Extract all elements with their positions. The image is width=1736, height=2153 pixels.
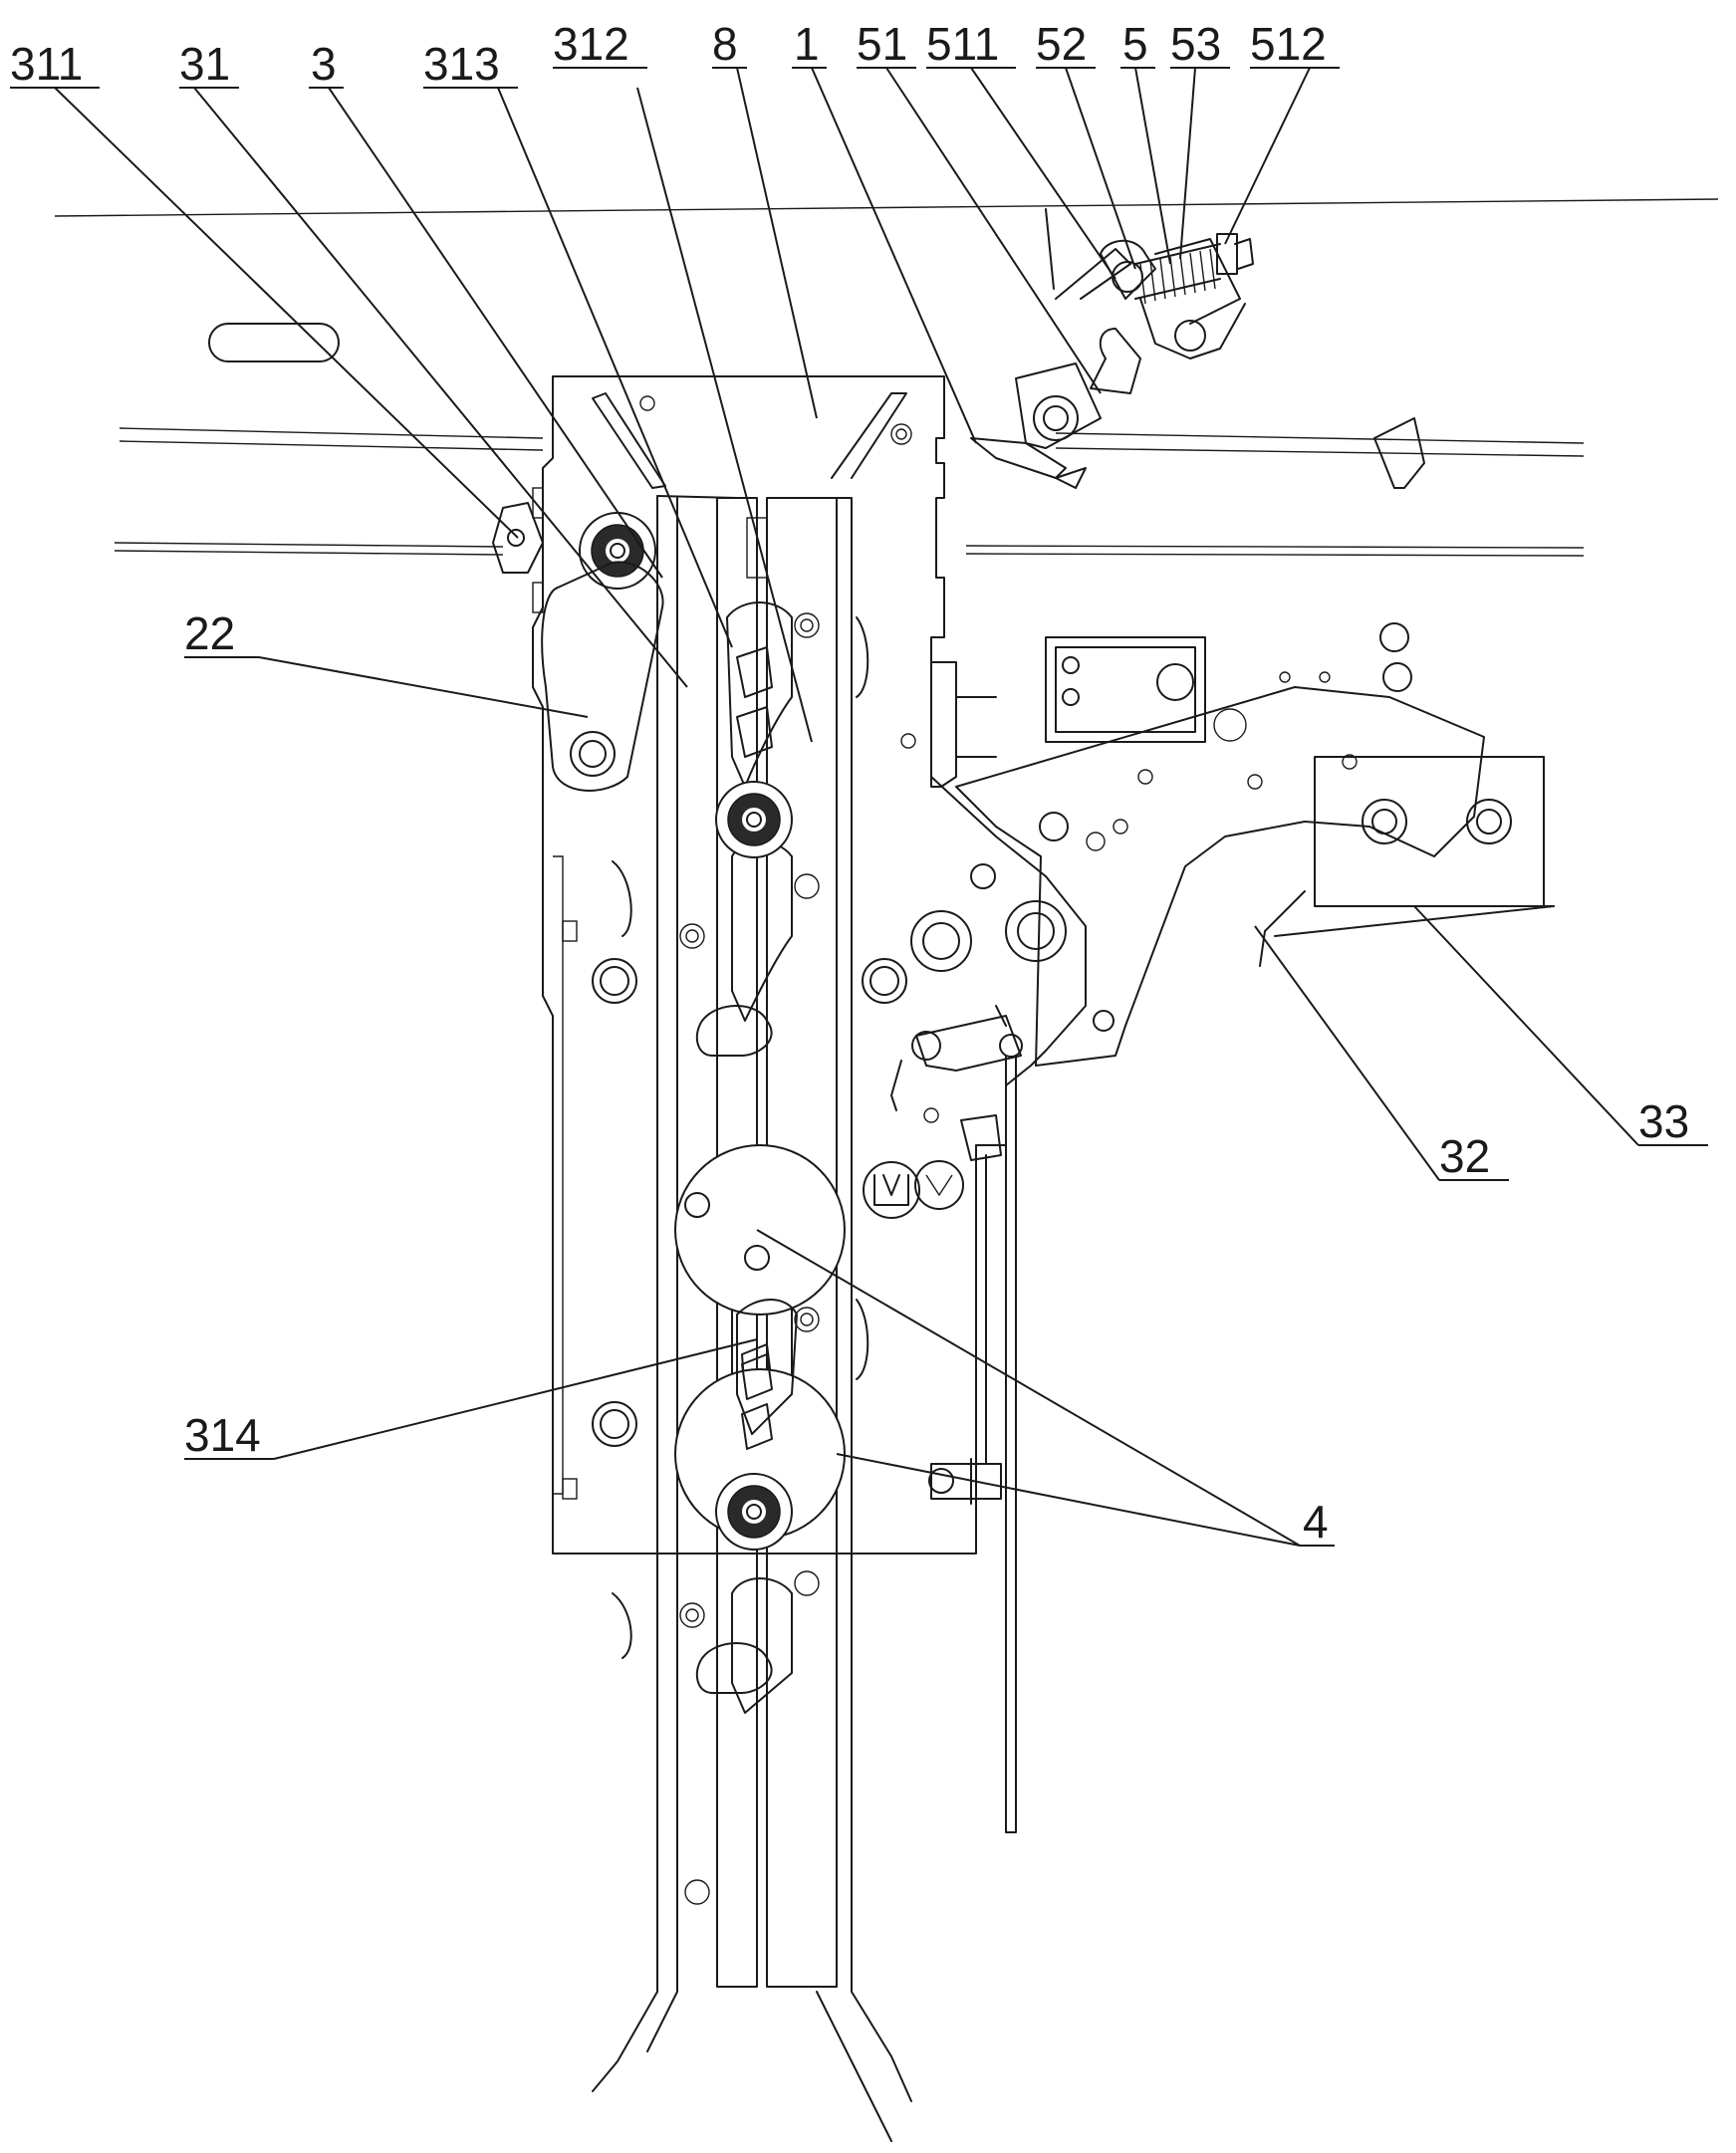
label-53: 53 (1170, 18, 1221, 70)
label-31: 31 (179, 38, 230, 90)
chute (593, 393, 665, 488)
door-lever-mechanism (891, 418, 1554, 1832)
label-4: 4 (1303, 1496, 1329, 1548)
label-512: 512 (1250, 18, 1327, 70)
label-33: 33 (1638, 1095, 1689, 1147)
bearing-mid (716, 782, 792, 857)
part-labels: 311 31 3 313 312 8 1 51 511 52 5 53 512 … (10, 18, 1689, 1548)
label-511: 511 (926, 18, 999, 70)
label-32: 32 (1439, 1130, 1490, 1182)
label-312: 312 (553, 18, 629, 70)
label-311: 311 (10, 38, 83, 90)
label-52: 52 (1036, 18, 1087, 70)
logo-badge (864, 1162, 919, 1218)
label-underlines (10, 68, 1708, 1546)
label-8: 8 (712, 18, 738, 70)
label-22: 22 (184, 607, 235, 659)
label-1: 1 (794, 18, 820, 70)
bearing-low (716, 1474, 792, 1550)
label-3: 3 (311, 38, 337, 90)
label-313: 313 (423, 38, 500, 90)
label-51: 51 (857, 18, 907, 70)
label-5: 5 (1122, 18, 1148, 70)
label-314: 314 (184, 1409, 261, 1461)
spring-assembly (971, 209, 1253, 488)
